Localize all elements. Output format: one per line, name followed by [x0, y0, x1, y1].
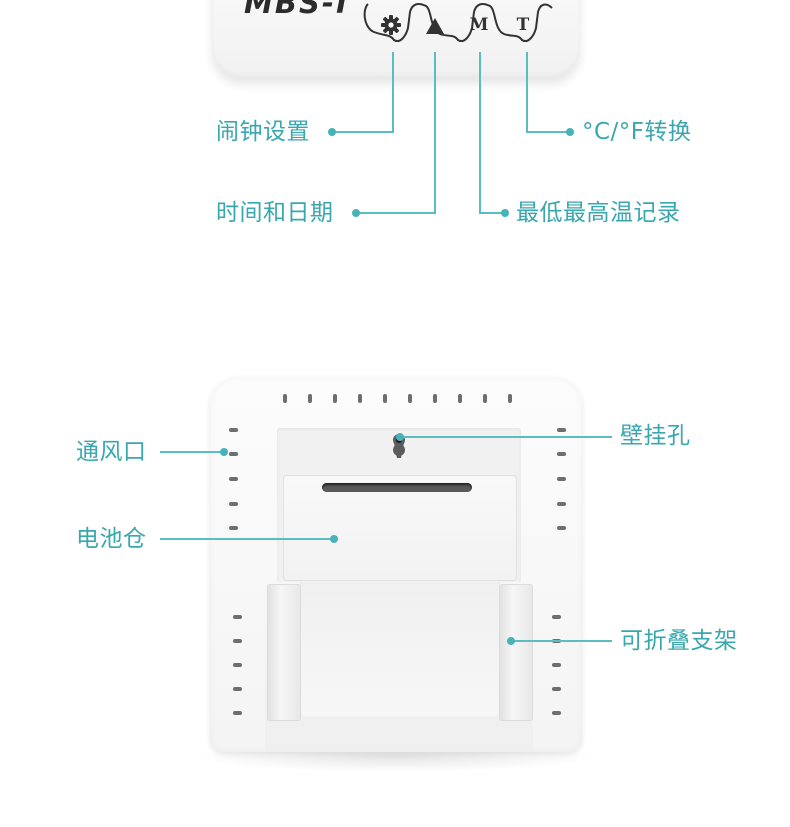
connector-line [160, 451, 224, 453]
vent-slot [433, 394, 437, 403]
vent-slot [508, 394, 512, 403]
connector-line [479, 52, 481, 213]
stand-recess [300, 582, 500, 718]
label-time-and-date: 时间和日期 [216, 200, 334, 226]
connector-line [332, 131, 394, 133]
connector-line [512, 640, 612, 642]
gear-icon[interactable] [378, 12, 404, 38]
vent-slot [557, 477, 566, 481]
vent-slot [229, 428, 238, 432]
vent-slot [483, 394, 487, 403]
vent-slot [552, 615, 561, 619]
connector-line [526, 52, 528, 132]
vent-slot [408, 394, 412, 403]
vent-slot [229, 526, 238, 530]
vent-slot [233, 639, 242, 643]
device-front-bottom [212, 0, 580, 78]
vent-slot [458, 394, 462, 403]
connector-dot [566, 128, 574, 136]
m-button[interactable]: M [469, 15, 489, 35]
t-button[interactable]: T [516, 15, 530, 35]
vent-slot [557, 452, 566, 456]
label-vent: 通风口 [76, 439, 147, 465]
label-min-max-record: 最低最高温记录 [516, 200, 681, 226]
vent-slot [557, 428, 566, 432]
vent-slot [233, 615, 242, 619]
connector-line [526, 131, 570, 133]
vent-slot [552, 663, 561, 667]
connector-dot [501, 209, 509, 217]
connector-dot [352, 209, 360, 217]
vent-slot [333, 394, 337, 403]
label-temp-unit-switch: °C/°F转换 [582, 119, 692, 145]
vent-slot [233, 711, 242, 715]
button-frame [363, 3, 553, 42]
connector-line [479, 212, 505, 214]
connector-line [400, 436, 612, 438]
vent-slot [557, 526, 566, 530]
label-wall-hole: 壁挂孔 [620, 423, 691, 449]
battery-cover-slot [322, 483, 472, 492]
label-foldable-stand: 可折叠支架 [620, 628, 738, 654]
stand-hinge-left [267, 584, 301, 721]
connector-line [392, 52, 394, 132]
vent-slot [358, 394, 362, 403]
connector-dot [507, 637, 515, 645]
connector-dot [220, 448, 228, 456]
connector-line [434, 52, 436, 213]
label-battery-compartment: 电池仓 [76, 526, 147, 552]
connector-line [160, 538, 334, 540]
connector-dot [330, 535, 338, 543]
vent-slot [383, 394, 387, 403]
vent-slot [552, 687, 561, 691]
vent-slot [308, 394, 312, 403]
vent-slot [283, 394, 287, 403]
connector-dot [328, 128, 336, 136]
vent-slot [229, 502, 238, 506]
vent-slot [233, 687, 242, 691]
model-name: MBS-T [244, 0, 354, 20]
vent-slot [557, 502, 566, 506]
vent-slot [229, 452, 238, 456]
up-triangle-icon[interactable] [422, 12, 448, 38]
label-alarm-setting: 闹钟设置 [216, 119, 310, 145]
vent-slot [229, 477, 238, 481]
vent-slot [552, 711, 561, 715]
connector-dot [396, 433, 404, 441]
stand-hinge-right [499, 584, 533, 721]
battery-cover[interactable] [283, 475, 517, 581]
vent-slot [233, 663, 242, 667]
connector-line [356, 212, 436, 214]
